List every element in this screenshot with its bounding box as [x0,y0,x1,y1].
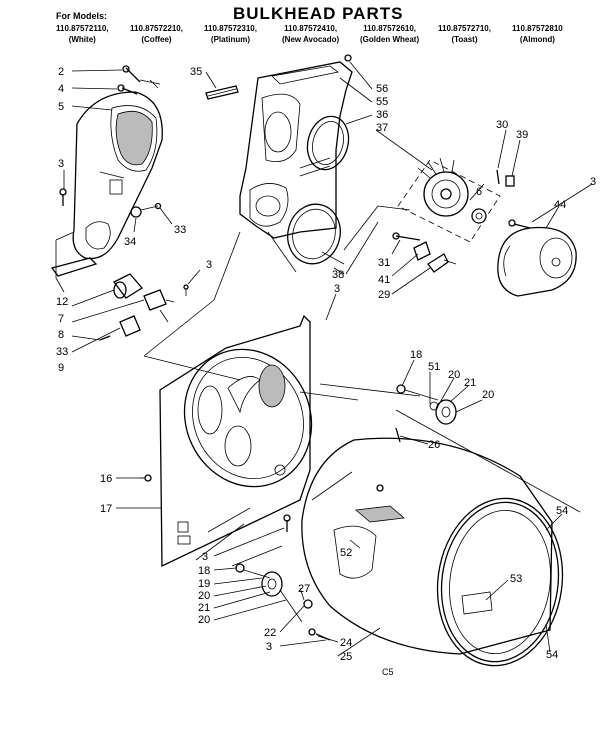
callout-label: 12 [56,296,68,308]
callout-label: 24 [340,637,352,649]
model-number: 110.87572110, [56,24,109,33]
callout-label: 3 [590,176,596,188]
callout-label: 3 [334,283,340,295]
model-color: (Almond) [519,35,555,44]
callout-labels: 2 4 5 3 12 7 8 33 9 34 33 3 35 56 55 36 … [56,66,596,663]
part-felt-seal [287,203,341,265]
callout-label: 7 [58,313,64,325]
part-idler [392,232,457,273]
callout-label: 54 [556,505,568,517]
part-screws-top-left [117,65,161,95]
model-number: 110.87572410, [284,24,338,33]
part-thermal-fuse [99,273,189,341]
callout-label: 20 [198,590,210,602]
callout-label: 21 [464,377,476,389]
callout-label: 3 [206,259,212,271]
callout-label: 52 [340,547,352,559]
callout-label: 41 [378,274,390,286]
callout-label: 3 [202,551,208,563]
model-color: (White) [68,35,96,44]
callout-label: 20 [198,614,210,626]
callout-label: 54 [546,649,558,661]
part-blower-assembly [397,157,531,243]
callout-label: 35 [190,66,202,78]
model-color: (Golden Wheat) [360,35,420,44]
part-thermostat [130,202,162,218]
model-item: 110.87572210, (Coffee) [130,24,183,44]
callout-label: 33 [56,346,68,358]
callout-label: 36 [376,109,388,121]
part-blower-housing [497,226,577,297]
callout-label: 19 [198,578,210,590]
part-screw-56 [344,54,352,62]
model-color: (New Avocado) [282,35,340,44]
model-color: (Platinum) [210,35,251,44]
part-strip [205,85,239,100]
callout-label: 17 [100,503,112,515]
part-screw-left [59,188,67,206]
model-number: 110.87572210, [130,24,183,33]
callout-label: 44 [554,199,566,211]
model-item: 110.87572710, (Toast) [438,24,491,44]
callout-label: 18 [410,349,422,361]
callout-label: 6 [476,186,482,198]
model-color: (Coffee) [141,35,172,44]
callout-label: 31 [378,257,390,269]
callout-label: 56 [376,83,388,95]
callout-label: 34 [124,236,136,248]
part-lint-seal [306,115,350,171]
callout-label: 3 [266,641,272,653]
model-item: 110.87572610, (Golden Wheat) [360,24,419,44]
callout-label: 51 [428,361,440,373]
model-item: 110.87572110, (White) [56,24,109,44]
callout-label: 27 [298,583,310,595]
callout-label: 33 [174,224,186,236]
callout-label: 30 [496,119,508,131]
callout-label: 4 [58,83,64,95]
callout-label: 29 [378,289,390,301]
part-upper-panel [239,61,353,239]
callout-label: 55 [376,96,388,108]
model-number: 110.87572710, [438,24,491,33]
callout-label: 37 [376,122,388,134]
leader-lines [55,61,593,657]
part-duct-cover [50,91,163,278]
for-models-label: For Models: [56,11,107,21]
model-number: 110.87572310, [204,24,257,33]
callout-label: 26 [428,439,440,451]
diagram-code: C5 [382,667,394,677]
model-list: 110.87572110, (White) 110.87572210, (Coffe… [56,24,608,54]
callout-label: 5 [58,101,64,113]
part-drum-roller-lower [235,514,331,641]
part-front-bulkhead [140,314,313,568]
callout-label: 39 [516,129,528,141]
callout-label: 20 [448,369,460,381]
page-title: BULKHEAD PARTS [233,4,404,23]
model-item: 110.87572410, (New Avocado) [282,24,339,44]
model-color: (Toast) [451,35,478,44]
model-item: 110.87572310, (Platinum) [204,24,257,44]
callout-label: 38 [332,269,344,281]
guide-lines [143,205,581,567]
callout-label: 9 [58,362,64,374]
part-drum [301,437,564,667]
model-number: 110.87572810 [512,24,563,33]
callout-label: 18 [198,565,210,577]
model-item: 110.87572810 (Almond) [512,24,563,44]
callout-label: 22 [264,627,276,639]
header: For Models: BULKHEAD PARTS 110.87572110,… [0,0,608,56]
callout-label: 3 [58,158,64,170]
model-number: 110.87572610, [363,24,417,33]
callout-label: 8 [58,329,64,341]
callout-label: 20 [482,389,494,401]
callout-label: 16 [100,473,112,485]
callout-label: 21 [198,602,210,614]
callout-label: 2 [58,66,64,78]
callout-label: 53 [510,573,522,585]
callout-label: 25 [340,651,352,663]
